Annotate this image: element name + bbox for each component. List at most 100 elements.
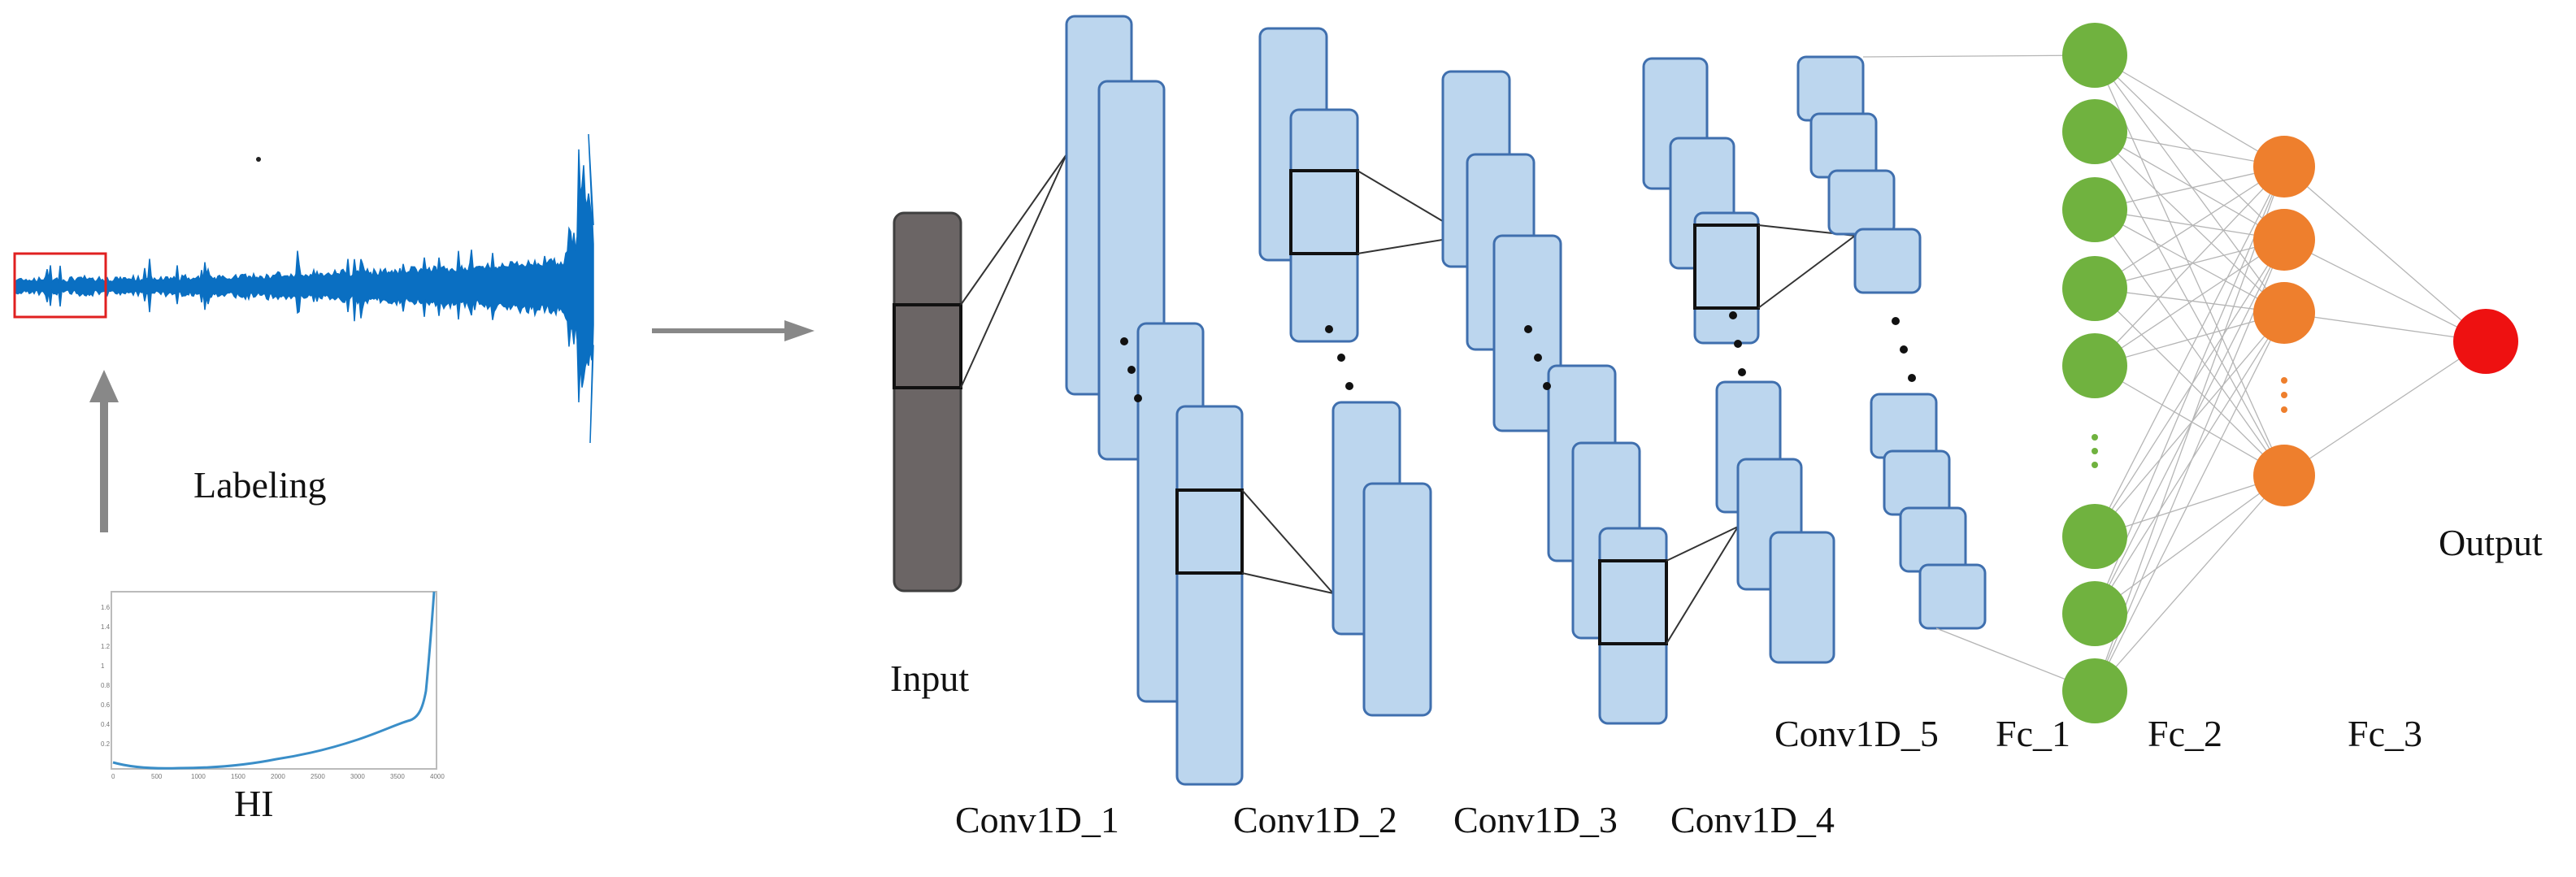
fc-2-node: [2253, 282, 2315, 344]
conv1d-5-map: [1796, 55, 1865, 122]
conv1d-2-layer: [1258, 27, 1468, 717]
fc-connection: [2094, 166, 2285, 537]
conv1d-3-layer: [1441, 70, 1739, 725]
hi-y-tick-label: 1.2: [101, 643, 111, 650]
fc-connection: [2094, 131, 2285, 314]
fc-1-ellipsis-dot: [2092, 434, 2098, 441]
hi-y-tick-label: 0.4: [101, 721, 111, 728]
hi-x-tick-label: 2500: [311, 773, 325, 780]
hi-x-tick-label: 4000: [430, 773, 445, 780]
conv1d-3-map: [1492, 234, 1562, 432]
fc-connection: [2094, 166, 2285, 367]
conv1d-1-layer: [1065, 15, 1334, 786]
fc-connection: [1862, 54, 2096, 58]
fc-2-node: [2253, 209, 2315, 271]
input-layer: [893, 154, 1067, 593]
fc-1-node: [2062, 177, 2127, 242]
flow-arrow: [652, 320, 815, 341]
fc-connection: [2094, 54, 2285, 241]
fc-1-node: [2062, 581, 2127, 646]
fc-connection: [2094, 312, 2285, 367]
conv1d-1-window: [1175, 488, 1244, 575]
output-label: Output: [2439, 522, 2543, 563]
conv1d-5-map: [1827, 169, 1896, 236]
conv1d-4-map: [1769, 531, 1835, 664]
fc-connection: [2283, 239, 2487, 342]
fc-connection: [2094, 131, 2285, 241]
hi-x-tick-label: 3500: [390, 773, 405, 780]
vibration-signal-panel: [13, 133, 594, 444]
fc-connection: [2094, 239, 2285, 289]
fc-2-label: Fc_2: [2148, 713, 2222, 754]
conv1d-4-window: [1693, 224, 1760, 310]
fc-1-ellipsis-dot: [2092, 462, 2098, 468]
fc-1-node: [2062, 99, 2127, 164]
hi-y-tick-label: 0.8: [101, 682, 111, 689]
fc-2-node: [2253, 136, 2315, 198]
fc-connection: [2094, 288, 2285, 476]
hi-y-tick-label: 1.4: [101, 623, 111, 631]
fc-2-ellipsis-dot: [2281, 377, 2287, 384]
fc-connection: [2094, 312, 2285, 614]
fc-connection: [2094, 166, 2285, 289]
fc-connection: [2283, 312, 2487, 342]
fc-connection: [2094, 312, 2285, 537]
fc-connection: [2094, 475, 2285, 614]
hi-y-tick-label: 1: [101, 662, 105, 670]
fc-1-ellipsis-dot: [2092, 448, 2098, 454]
fc-connection: [2094, 312, 2285, 692]
conv1d-5-layer: [1796, 55, 1987, 630]
hi-x-tick-label: 2000: [271, 773, 285, 780]
fc-nodes: [2062, 23, 2518, 723]
fc-connection: [2094, 239, 2285, 367]
fc-connection: [2283, 166, 2487, 342]
conv1d-5-map: [1918, 563, 1987, 630]
conv1d-5-map: [1899, 506, 1967, 573]
output-node: [2453, 309, 2518, 374]
fc-2-node: [2253, 445, 2315, 506]
conv1d-2-map: [1289, 108, 1359, 343]
fully-connected-layers: [1862, 23, 2518, 723]
conv1d-2-window: [1289, 169, 1359, 255]
fc-2-ellipsis-dot: [2281, 392, 2287, 398]
fc-1-node: [2062, 504, 2127, 569]
hi-x-tick-label: 3000: [350, 773, 365, 780]
hi-x-tick-label: 1000: [191, 773, 206, 780]
fc-connection: [2094, 475, 2285, 692]
fc-1-node: [2062, 23, 2127, 88]
conv1d-1-label: Conv1D_1: [955, 799, 1119, 840]
fc-2-ellipsis-dot: [2281, 406, 2287, 413]
input-window: [893, 303, 962, 389]
conv1d-2-label: Conv1D_2: [1233, 799, 1397, 840]
conv1d-3-map: [1598, 527, 1668, 725]
fc-connection: [2094, 209, 2285, 314]
conv1d-5-map: [1853, 228, 1922, 294]
conv1d-3-window: [1598, 559, 1668, 645]
fc-1-node: [2062, 333, 2127, 398]
fc-connection: [2094, 166, 2285, 692]
fc-connections: [1862, 54, 2487, 692]
fc-connection: [2094, 209, 2285, 476]
labeling-highlight-box: [13, 252, 107, 319]
hi-y-tick-label: 0.6: [101, 701, 111, 709]
fc-1-label: Fc_1: [1996, 713, 2070, 754]
hi-x-tick-label: 0: [111, 773, 115, 780]
conv1d-1-map: [1175, 405, 1244, 786]
labeling-label: Labeling: [193, 464, 327, 506]
conv1d-4-label: Conv1D_4: [1670, 799, 1835, 840]
conv1d-5-label: Conv1D_5: [1775, 713, 1939, 754]
fc-connection: [2094, 475, 2285, 537]
input-block: [893, 211, 962, 593]
hi-y-tick-label: 0.2: [101, 740, 111, 748]
fc-connection: [2094, 131, 2285, 476]
hi-x-tick-label: 1500: [231, 773, 245, 780]
fc-connection: [2094, 54, 2285, 314]
hi-curve: [112, 591, 436, 770]
conv1d-5-map: [1883, 449, 1951, 516]
conv1d-4-map: [1693, 211, 1760, 345]
fc-1-node: [2062, 658, 2127, 723]
conv1d-5-map: [1809, 112, 1878, 179]
labeling-arrow: [89, 370, 119, 532]
